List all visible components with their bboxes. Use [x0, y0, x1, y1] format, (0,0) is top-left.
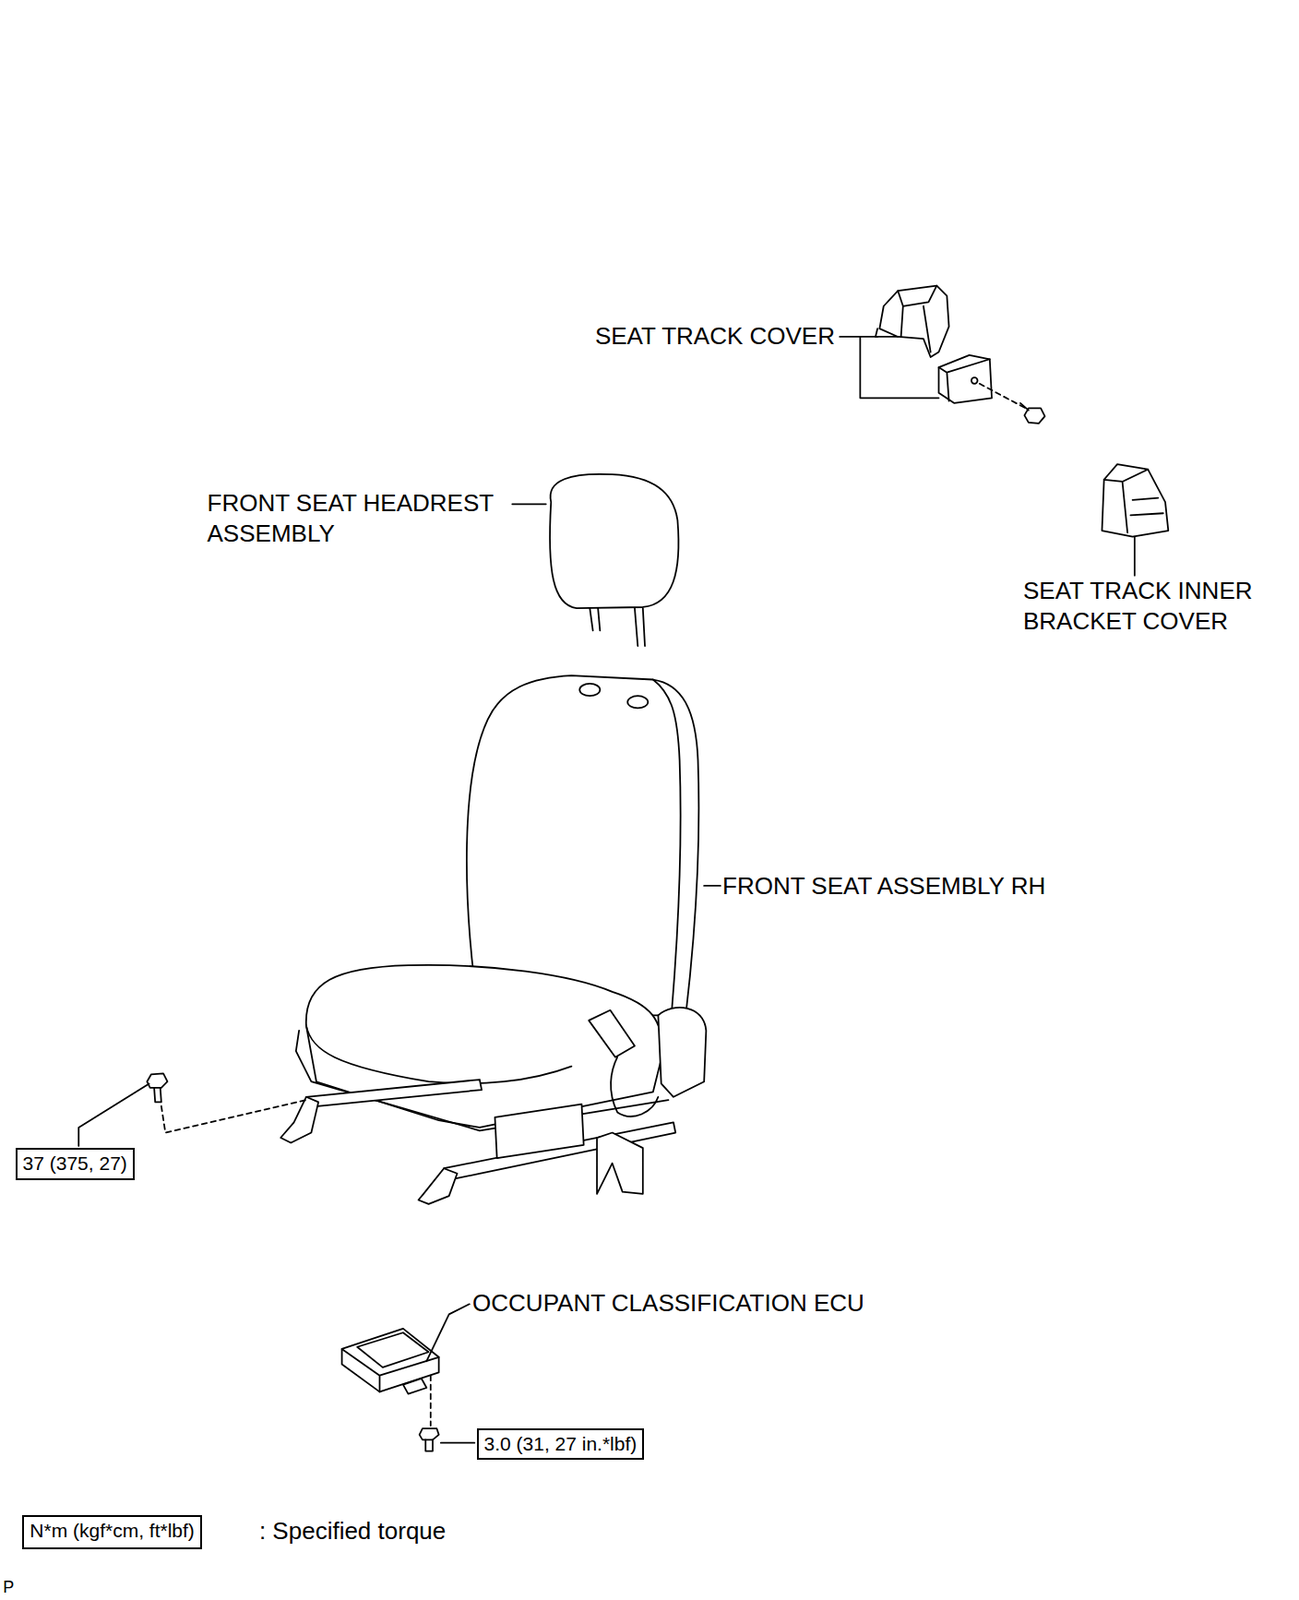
cover-lower-detail: [939, 358, 990, 401]
cover-upper-detail: [875, 286, 937, 353]
leader: [512, 502, 546, 505]
headrest-pad: [549, 474, 679, 608]
buckle-stalk: [610, 1057, 658, 1117]
side-bolster: [657, 1007, 706, 1097]
bolt-shank: [154, 1087, 162, 1102]
dash-line: [979, 383, 1026, 409]
rail-left: [306, 1079, 482, 1108]
part-name: OCCUPANT CLASSIFICATION ECU: [472, 1287, 865, 1319]
part-name: SEAT TRACK COVER: [595, 321, 835, 352]
legend-text: : Specified torque: [259, 1515, 446, 1547]
occupant-ecu: [342, 1303, 476, 1451]
page-code: P: [2, 1576, 14, 1597]
headrest-posts: [589, 607, 645, 646]
cover-lower-plate: [939, 355, 993, 404]
dash-line: [429, 1375, 432, 1426]
seat-track-cover: [839, 286, 1045, 424]
buckle: [588, 1010, 635, 1058]
torque-value: N*m (kgf*cm, ft*lbf): [29, 1518, 195, 1543]
bracket-cover-body: [1101, 464, 1168, 537]
cushion: [306, 965, 664, 1128]
dash-line: [161, 1099, 307, 1133]
headrest-guide: [579, 683, 600, 696]
leader: [440, 1442, 475, 1444]
headrest-guide: [627, 695, 648, 708]
front-seat: [280, 675, 721, 1204]
bolt-shank: [425, 1439, 433, 1451]
seatback-side: [653, 679, 681, 1016]
hole: [971, 377, 978, 384]
headrest: [512, 474, 679, 646]
cover-upper: [879, 286, 949, 358]
part-name: FRONT SEAT HEADREST ASSEMBLY: [207, 488, 540, 549]
torque-value: 3.0 (31, 27 in.*lbf): [484, 1431, 638, 1456]
bolt-head: [419, 1428, 440, 1440]
leader: [78, 1083, 149, 1145]
inner-bracket-cover: [1101, 464, 1168, 576]
torque-box: 3.0 (31, 27 in.*lbf): [476, 1428, 645, 1460]
torque-value: 37 (375, 27): [23, 1151, 128, 1176]
leg-front: [418, 1167, 458, 1204]
cushion-edge: [306, 1024, 573, 1084]
part-name: SEAT TRACK INNER BRACKET COVER: [1023, 575, 1296, 637]
part-name: FRONT SEAT ASSEMBLY RH: [722, 870, 1046, 902]
ecu-connector: [403, 1378, 427, 1395]
bolt-head: [146, 1072, 167, 1087]
leader: [703, 884, 721, 887]
side-cover: [494, 1104, 584, 1159]
leader: [426, 1303, 469, 1361]
leg-rear: [596, 1132, 644, 1194]
seat-bolt: [78, 1072, 307, 1146]
screw: [1020, 403, 1046, 424]
bracket-line: [839, 336, 939, 398]
torque-box: 37 (375, 27): [15, 1147, 135, 1180]
leader: [1133, 536, 1136, 576]
bracket-cover-detail: [1104, 469, 1164, 534]
legend-torque-box: N*m (kgf*cm, ft*lbf): [22, 1514, 203, 1549]
